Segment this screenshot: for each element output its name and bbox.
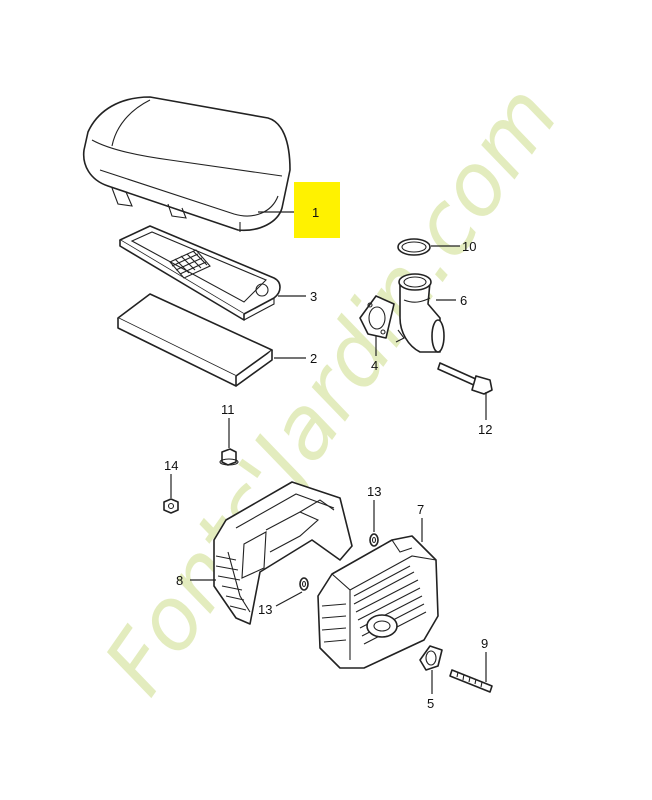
air-filter-cover[interactable] [82, 96, 291, 232]
callout-2[interactable]: 2 [310, 351, 317, 366]
callout-8[interactable]: 8 [176, 573, 183, 588]
filter-mesh [169, 249, 211, 279]
o-ring[interactable] [397, 238, 431, 256]
callout-5[interactable]: 5 [427, 696, 434, 711]
callout-13-lower[interactable]: 13 [258, 602, 272, 617]
callout-7[interactable]: 7 [417, 502, 424, 517]
highlight-box [294, 182, 340, 238]
exhaust-gasket[interactable] [419, 645, 443, 671]
washer-upper[interactable] [369, 533, 379, 547]
nut[interactable] [163, 498, 179, 514]
callout-13[interactable]: 13 [367, 484, 381, 499]
flange-nut[interactable] [219, 448, 239, 466]
muffler[interactable] [317, 535, 439, 669]
pre-filter-foam[interactable] [117, 293, 273, 387]
callout-3[interactable]: 3 [310, 289, 317, 304]
callout-11[interactable]: 11 [221, 402, 235, 417]
callout-10[interactable]: 10 [462, 239, 476, 254]
washer-lower[interactable] [299, 577, 309, 591]
callout-labels: 1 10 3 6 4 2 12 11 14 13 7 8 13 9 5 [164, 205, 492, 711]
long-bolt[interactable] [437, 362, 493, 395]
stud[interactable] [449, 669, 493, 693]
filter-frame[interactable] [119, 225, 281, 321]
heat-shield[interactable] [213, 481, 353, 625]
callout-1[interactable]: 1 [312, 205, 319, 220]
intake-elbow[interactable] [395, 273, 445, 353]
callout-12[interactable]: 12 [478, 422, 492, 437]
callout-4[interactable]: 4 [371, 358, 378, 373]
callout-9[interactable]: 9 [481, 636, 488, 651]
callout-6[interactable]: 6 [460, 293, 467, 308]
callout-14[interactable]: 14 [164, 458, 178, 473]
gasket[interactable] [359, 295, 395, 339]
